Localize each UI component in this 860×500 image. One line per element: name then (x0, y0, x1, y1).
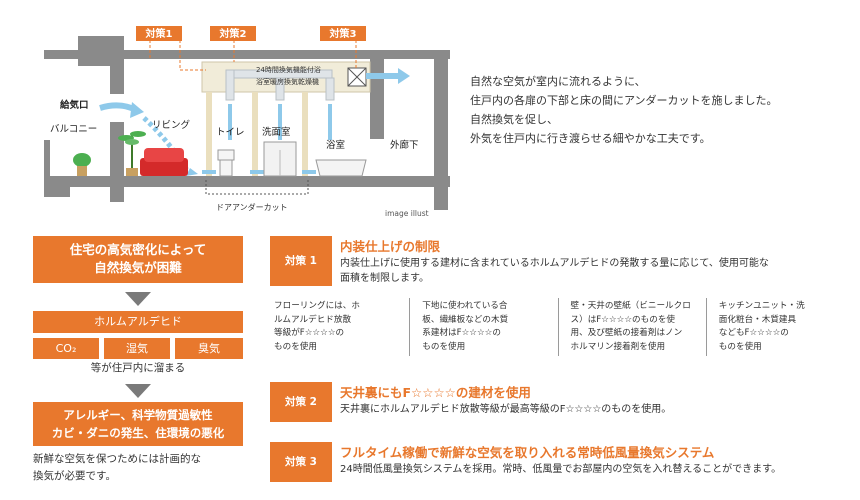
down-arrow-icon (125, 292, 151, 306)
balcony-label: バルコニー (50, 124, 97, 135)
detail-plywood: 下地に使われている合 板、繊維板などの木質 系建材はF☆☆☆☆の ものを使用 (409, 298, 557, 356)
ceiling-slab (44, 50, 450, 59)
building-section-drawing: 対策1 対策2 対策3 24時間換気機能付浴 浴室暖房換気乾燥機 給気口 バルコ… (44, 26, 450, 212)
measure1-desc-line: 内装仕上げに使用する建材に含まれているホルムアルデヒドの発散する量に応じて、使用… (340, 258, 769, 269)
detail-line: 系建材はF☆☆☆☆の (422, 328, 501, 338)
co2-box: CO₂ (33, 338, 99, 359)
detail-line: 等級がF☆☆☆☆の (274, 328, 345, 338)
illustration-measure1-label: 対策1 (145, 27, 173, 40)
bathroom-label: 浴室 (326, 139, 345, 151)
intro-line: 自然換気を促し、 (470, 113, 558, 126)
beam (78, 36, 124, 66)
detail-line: ものを使用 (718, 341, 762, 352)
air-inlet-label: 給気口 (60, 99, 89, 111)
detail-table: フローリングには、ホ ルムアルデヒド放散 等級がF☆☆☆☆の ものを使用 下地に… (268, 298, 854, 356)
living-label: リビング (152, 119, 191, 131)
formaldehyde-box: ホルムアルデヒド (33, 311, 243, 333)
left-lower-wall (110, 122, 124, 202)
illustration-measure1-badge (136, 26, 182, 41)
accumulate-text: 等が住戸内に溜まる (90, 362, 186, 374)
ventilator-label-2: 浴室暖房換気乾燥機 (256, 77, 319, 86)
detail-line: ス）はF☆☆☆☆のものを使 (570, 314, 676, 325)
detail-line: ルムアルデヒド放散 (274, 314, 352, 325)
partition-3 (302, 92, 308, 176)
bathtub-icon (315, 159, 367, 177)
balcony-plant-icon (73, 153, 91, 167)
illustration-measure2-badge (210, 26, 256, 41)
ventilation-line: 自然換気が困難 (94, 260, 182, 275)
detail-kitchen: キッチンユニット・洗 面化粧台・木質建具 などもF☆☆☆☆の ものを使用 (705, 298, 854, 356)
intro-text: 自然な空気が室内に流れるように、 住戸内の各扉の下部と床の間にアンダーカットを施… (470, 72, 840, 148)
fresh-air-line: 換気が必要です。 (33, 470, 116, 482)
undercut-label: ドアアンダーカット (216, 202, 288, 212)
duct-washroom (275, 77, 285, 101)
sofa-icon (140, 158, 188, 176)
detail-line: 板、繊維板などの木質 (422, 314, 509, 325)
toilet-icon (217, 149, 235, 161)
corridor-label: 外廊下 (390, 139, 419, 151)
illustration-measure2-label: 対策2 (219, 27, 247, 40)
partition-2 (252, 92, 258, 176)
illustration-measure3-label: 対策3 (329, 27, 357, 40)
detail-flooring: フローリングには、ホ ルムアルデヒド放散 等級がF☆☆☆☆の ものを使用 (268, 298, 409, 356)
allergy-box: アレルギー、科学物質過敏性 カビ・ダニの発生、住環境の悪化 (33, 402, 243, 446)
image-note: image illust (385, 209, 429, 218)
detail-line: 面化粧台・木質建具 (718, 314, 797, 325)
detail-line: 下地に使われている合 (422, 301, 508, 311)
measure1-desc-line: 面積を制限します。 (340, 273, 429, 284)
detail-line: 用、及び壁紙の接着剤はノン (570, 328, 683, 338)
intro-line: 外気を住戸内に行き渡らせる細やかな工夫です。 (470, 132, 711, 145)
intro-line: 住戸内の各扉の下部と床の間にアンダーカットを施しました。 (470, 94, 778, 107)
detail-line: ものを使用 (274, 341, 317, 352)
measure2-title: 天井裏にもF☆☆☆☆の建材を使用 (340, 385, 531, 400)
duct-toilet (225, 69, 235, 101)
ventilation-problem-box: 住宅の高気密化によって 自然換気が困難 (33, 236, 243, 283)
measure3-desc-line: 24時間低風量換気システムを採用。常時、低風量でお部屋内の空気を入れ替えることが… (340, 464, 782, 475)
detail-wallpaper: 壁・天井の壁紙（ビニールクロ ス）はF☆☆☆☆のものを使 用、及び壁紙の接着剤は… (557, 298, 706, 356)
balcony-railing (44, 140, 50, 176)
ventilation-line: 住宅の高気密化によって (69, 242, 207, 257)
detail-line: ものを使用 (422, 341, 466, 352)
detail-line: キッチンユニット・洗 (718, 301, 805, 311)
measure1-description: 内装仕上げに使用する建材に含まれているホルムアルデヒドの発散する量に応じて、使用… (340, 256, 769, 286)
ventilation-illustration: 対策1 対策2 対策3 24時間換気機能付浴 浴室暖房換気乾燥機 給気口 バルコ… (40, 22, 452, 218)
partition-1 (206, 92, 212, 176)
down-arrow-icon (125, 384, 151, 398)
airflow-inlet-arrow (99, 102, 138, 113)
intro-line: 自然な空気が室内に流れるように、 (470, 75, 646, 88)
measure3-badge: 対策 3 (270, 442, 332, 482)
ventilator-label: 24時間換気機能付浴 (256, 65, 321, 74)
fresh-air-text: 新鮮な空気を保つためには計画的な 換気が必要です。 (33, 451, 248, 485)
odor-box: 臭気 (175, 338, 243, 359)
measure1-title: 内装仕上げの制限 (340, 239, 441, 254)
floor-slab (44, 176, 450, 187)
balcony-slab-edge (44, 187, 70, 197)
detail-line: 壁・天井の壁紙（ビニールクロ (570, 301, 691, 311)
washroom-label: 洗面室 (262, 126, 291, 138)
allergy-line: カビ・ダニの発生、住環境の悪化 (51, 426, 225, 440)
detail-line: などもF☆☆☆☆の (718, 328, 789, 338)
measure2-desc-line: 天井裏にホルムアルデヒド放散等級が最高等級のF☆☆☆☆のものを使用。 (340, 404, 672, 415)
illustration-measure3-badge (320, 26, 366, 41)
measure3-description: 24時間低風量換気システムを採用。常時、低風量でお部屋内の空気を入れ替えることが… (340, 462, 781, 477)
measure1-badge: 対策 1 (270, 236, 332, 286)
detail-line: ホルマリン接着剤を使用 (570, 341, 666, 352)
duct-bath (325, 77, 335, 101)
measure2-badge: 対策 2 (270, 382, 332, 422)
fresh-air-line: 新鮮な空気を保つためには計画的な (33, 453, 201, 465)
detail-line: フローリングには、ホ (274, 301, 360, 311)
humidity-box: 湿気 (104, 338, 170, 359)
right-wall (370, 59, 384, 139)
toilet-label: トイレ (216, 127, 245, 138)
right-column (434, 50, 448, 210)
measure3-title: フルタイム稼働で新鮮な空気を取り入れる常時低風量換気システム (340, 445, 715, 460)
allergy-line: アレルギー、科学物質過敏性 (63, 408, 213, 422)
measure2-description: 天井裏にホルムアルデヒド放散等級が最高等級のF☆☆☆☆のものを使用。 (340, 402, 671, 417)
